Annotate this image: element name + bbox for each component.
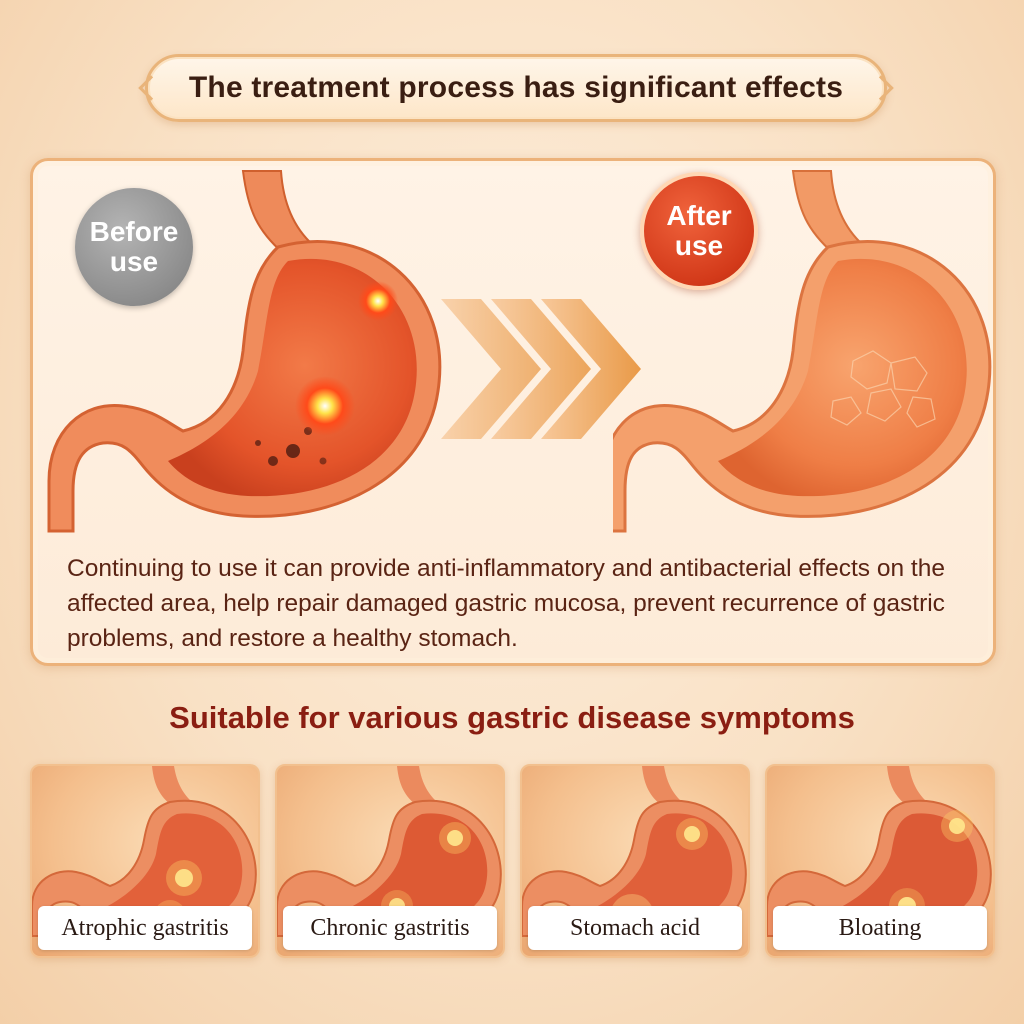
after-use-badge: After use <box>640 172 758 290</box>
banner-right-ornament <box>868 75 894 101</box>
symptom-label: Chronic gastritis <box>283 906 497 950</box>
symptom-label: Stomach acid <box>528 906 742 950</box>
after-badge-line1: After <box>666 200 732 231</box>
symptom-card-stomach-acid: Stomach acid <box>520 764 750 958</box>
banner-left-ornament <box>138 75 164 101</box>
symptoms-section-title: Suitable for various gastric disease sym… <box>169 700 855 735</box>
symptom-label: Atrophic gastritis <box>38 906 252 950</box>
stomach-before-illustration <box>47 170 442 533</box>
page-title: The treatment process has significant ef… <box>188 71 844 104</box>
before-badge-line2: use <box>109 246 159 277</box>
triple-chevron-right-icon <box>441 299 641 439</box>
stomach-after-illustration <box>613 170 992 533</box>
symptom-card-chronic-gastritis: Chronic gastritis <box>275 764 505 958</box>
title-banner: The treatment process has significant ef… <box>138 54 894 122</box>
symptom-card-atrophic-gastritis: Atrophic gastritis <box>30 764 260 958</box>
after-badge-line2: use <box>674 230 724 261</box>
treatment-description: Continuing to use it can provide anti-in… <box>67 555 945 652</box>
symptom-label: Bloating <box>773 906 987 950</box>
comparison-panel: Before use <box>30 158 996 666</box>
before-use-badge: Before use <box>75 188 193 306</box>
symptom-cards: Atrophic gastritis Chronic gastritis Sto… <box>30 764 996 960</box>
before-badge-line1: Before <box>89 216 179 247</box>
symptom-card-bloating: Bloating <box>765 764 995 958</box>
